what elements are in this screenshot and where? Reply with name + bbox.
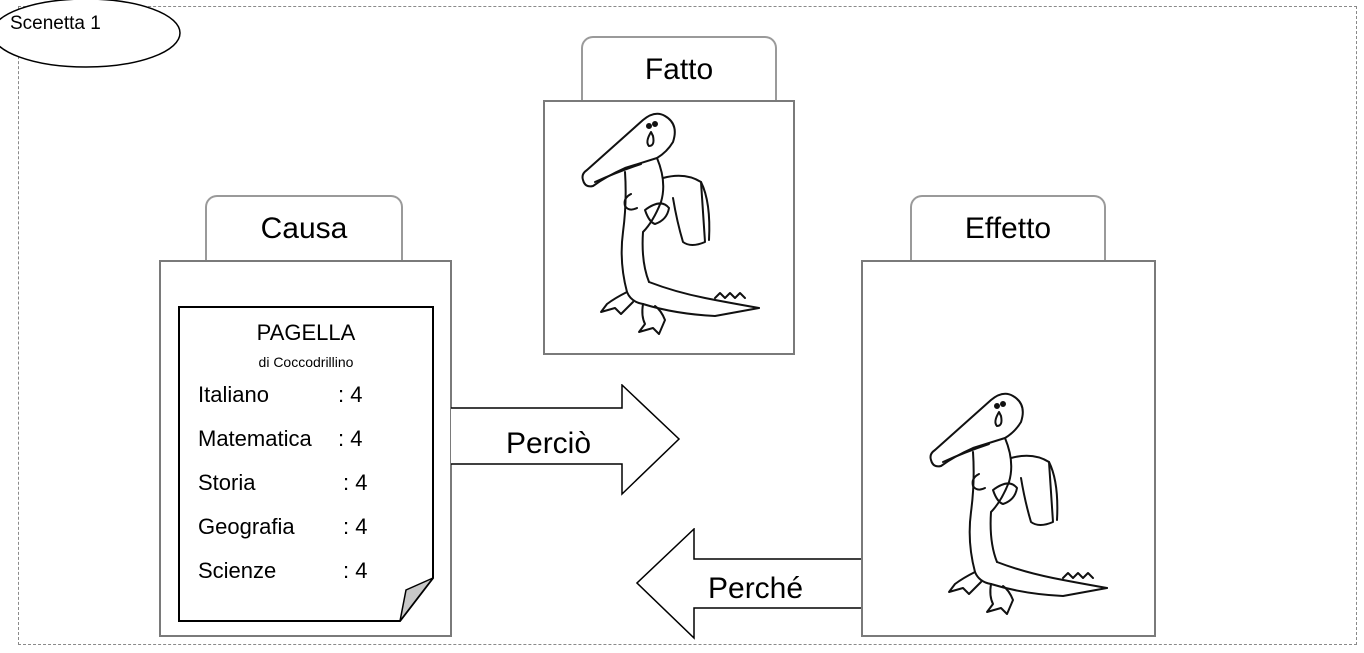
- arrow-left-icon: [636, 528, 862, 640]
- effetto-tab: Effetto: [910, 195, 1106, 261]
- scene-frame: [18, 6, 1357, 645]
- causa-panel: PAGELLA di Coccodrillino Italiano : 4 Ma…: [159, 260, 452, 637]
- report-grade: : 4: [343, 514, 368, 539]
- scene-tag-ellipse: [0, 0, 181, 68]
- scene-tag: Scenetta 1: [0, 0, 184, 70]
- report-row-italiano: Italiano : 4: [198, 382, 362, 408]
- report-paper: [178, 306, 434, 622]
- report-subject: Scienze: [198, 558, 277, 583]
- effetto-panel: [861, 260, 1156, 637]
- report-subject: Storia: [198, 470, 256, 495]
- report-card: PAGELLA di Coccodrillino Italiano : 4 Ma…: [178, 306, 434, 622]
- report-subject: Geografia: [198, 514, 295, 539]
- causa-title: Causa: [260, 212, 348, 245]
- arrow-right-icon: [451, 384, 681, 496]
- scene-label: Scenetta 1: [10, 13, 101, 34]
- report-row-storia: Storia : 4: [198, 470, 367, 496]
- arrow-backward-label: Perché: [708, 572, 804, 605]
- report-subject: Italiano: [198, 382, 269, 407]
- report-subtitle: di Coccodrillino: [258, 354, 354, 370]
- report-row-scienze: Scienze : 4: [198, 558, 367, 584]
- report-row-geografia: Geografia : 4: [198, 514, 367, 540]
- fatto-tab: Fatto: [581, 36, 777, 102]
- report-grade: : 4: [338, 382, 363, 407]
- arrow-forward-label: Perciò: [506, 427, 592, 460]
- report-grade: : 4: [343, 470, 368, 495]
- report-grade: : 4: [338, 426, 363, 451]
- report-row-matematica: Matematica : 4: [198, 426, 362, 452]
- sad-crocodile-icon: [581, 112, 760, 335]
- report-title: PAGELLA: [256, 320, 356, 345]
- causa-tab: Causa: [205, 195, 403, 261]
- report-subject: Matematica: [198, 426, 312, 451]
- sad-crocodile-icon: [929, 392, 1108, 615]
- fatto-title: Fatto: [644, 53, 714, 86]
- fatto-panel: [543, 100, 795, 355]
- effetto-title: Effetto: [964, 212, 1052, 245]
- report-grade: : 4: [343, 558, 368, 583]
